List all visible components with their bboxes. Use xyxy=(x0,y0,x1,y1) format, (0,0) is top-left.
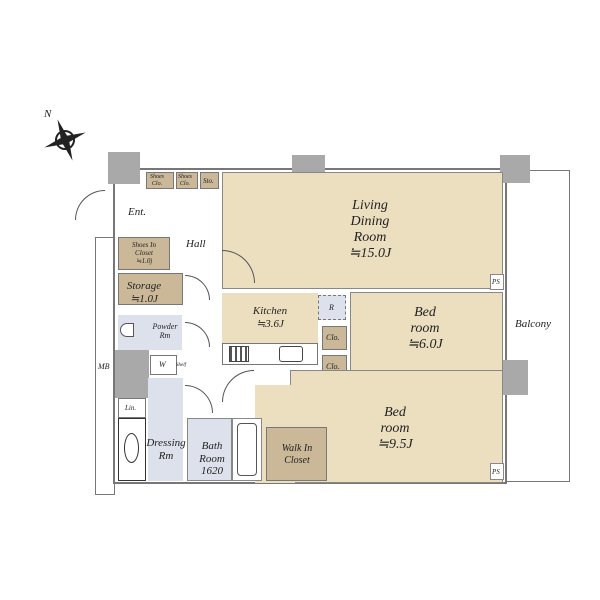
kitchen-name: Kitchen xyxy=(252,305,288,317)
living-line3: Room xyxy=(353,230,387,246)
storage-label: Storage ≒1.0J xyxy=(122,280,166,305)
sic-line1: Shoes In xyxy=(132,241,156,249)
pillar xyxy=(500,360,528,395)
bath-line2: Room xyxy=(199,452,225,465)
closet-1: Clo. xyxy=(322,326,347,350)
bath-room xyxy=(187,418,232,481)
dressing-room xyxy=(148,378,183,481)
dressing-line2: Rm xyxy=(158,449,174,462)
ps-label: PS xyxy=(492,468,500,476)
bath-line1: Bath xyxy=(201,440,223,452)
walk-in-line1: Walk In xyxy=(281,443,313,454)
w-label: W xyxy=(159,360,166,369)
bedroom-9j-label: Bed room ≒9.5J xyxy=(365,405,425,453)
ps-box: PS xyxy=(490,463,504,480)
linen-closet: Lin. xyxy=(118,398,146,418)
linen-label: Lin. xyxy=(125,404,137,412)
storage-size: ≒1.0J xyxy=(130,292,158,305)
washer-space: W xyxy=(150,355,177,375)
ps-box: PS xyxy=(490,274,504,290)
powder-line1: Powder xyxy=(152,322,178,331)
entrance-label: Ent. xyxy=(128,206,147,218)
mb-label: MB xyxy=(98,362,110,371)
pillar xyxy=(108,152,140,184)
pillar xyxy=(115,350,149,398)
bed2-size: ≒9.5J xyxy=(377,437,413,453)
shoes-clo-1-line1: Shoes xyxy=(150,174,164,180)
north-label: N xyxy=(44,108,52,120)
entrance-door[interactable] xyxy=(75,190,105,220)
powder-line2: Rm xyxy=(159,331,171,341)
kitchen-label: Kitchen ≒3.6J xyxy=(245,305,295,330)
closet-1-label: Clo. xyxy=(326,333,340,342)
shoes-in-closet-label: Shoes In Closet ≒1.0j xyxy=(120,241,168,265)
storage xyxy=(118,273,183,305)
ps-label: PS xyxy=(492,278,500,286)
living-line1: Living xyxy=(352,198,388,213)
tub-icon xyxy=(237,423,257,476)
shoes-clo-2-line2: Clo. xyxy=(179,180,191,187)
kitchen xyxy=(222,293,318,343)
closet-2-label: Clo. xyxy=(326,362,340,371)
walk-in-label: Walk In Closet xyxy=(270,443,324,466)
shoes-clo-2-line1: Shoes xyxy=(178,174,192,180)
bed1-line2: room xyxy=(410,321,440,337)
dressing-line1: Dressing xyxy=(146,437,186,449)
stove-icon xyxy=(229,346,249,362)
walk-in-line2: Closet xyxy=(284,454,310,466)
shoes-clo-1-line2: Clo. xyxy=(151,180,163,187)
walk-in-closet xyxy=(266,427,327,481)
refrigerator-label: R xyxy=(329,303,334,312)
bathtub xyxy=(232,418,262,481)
shelf-label: Shelf xyxy=(176,363,186,368)
pillar xyxy=(500,155,530,183)
bath-label: Bath Room 1620 xyxy=(192,440,232,478)
balcony-label: Balcony xyxy=(515,318,552,330)
vanity xyxy=(118,418,146,481)
basin-icon xyxy=(124,433,139,463)
living-label: Living Dining Room ≒15.0J xyxy=(330,198,410,262)
kitchen-counter xyxy=(222,343,318,365)
storage-name: Storage xyxy=(126,280,162,292)
sto-label: Sto. xyxy=(203,177,214,185)
bed2-line1: Bed xyxy=(384,405,406,420)
storage-small: Sto. xyxy=(200,172,219,189)
living-line2: Dining xyxy=(350,214,390,230)
bed1-line1: Bed xyxy=(414,305,436,320)
bath-size: 1620 xyxy=(201,465,223,478)
bed2-line2: room xyxy=(380,421,410,437)
powder-label: Powder Rm xyxy=(150,322,180,340)
mb-shaft xyxy=(95,237,115,495)
refrigerator-space: R xyxy=(318,295,346,320)
sink-icon xyxy=(279,346,303,362)
sic-size: ≒1.0j xyxy=(135,257,153,266)
hall-label: Hall xyxy=(186,238,206,250)
compass-icon: N xyxy=(40,108,90,162)
living-dining-room xyxy=(222,172,503,289)
toilet-icon xyxy=(120,323,134,337)
sic-line2: Closet xyxy=(135,249,153,258)
bed1-size: ≒6.0J xyxy=(407,337,443,353)
living-size: ≒15.0J xyxy=(348,246,392,262)
kitchen-size: ≒3.6J xyxy=(256,317,284,330)
bedroom-6j-label: Bed room ≒6.0J xyxy=(395,305,455,353)
dressing-label: Dressing Rm xyxy=(146,437,186,462)
shoes-in-closet xyxy=(118,237,170,270)
